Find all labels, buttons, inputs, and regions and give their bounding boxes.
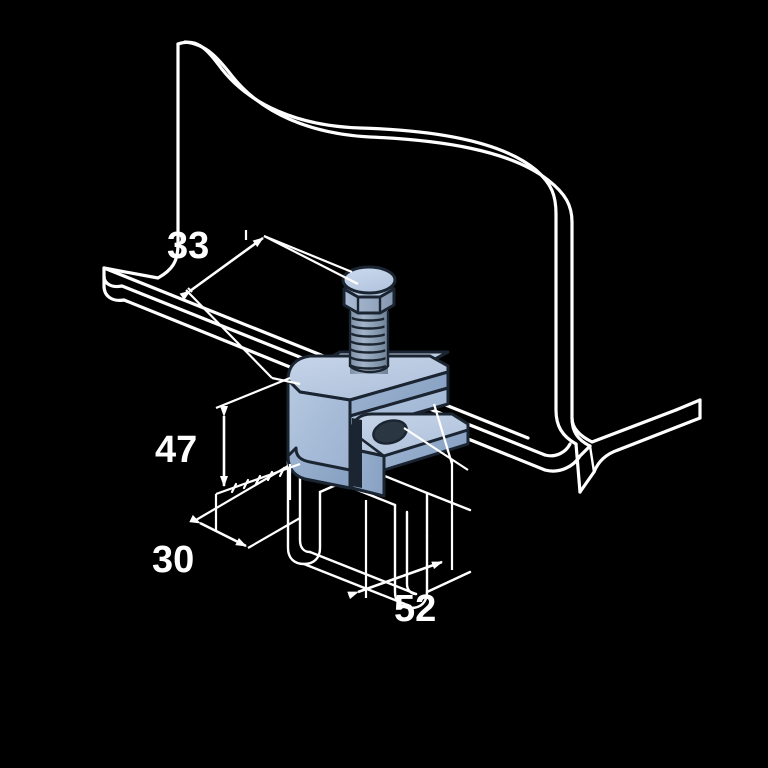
clamp-throat-shadow [352,418,362,488]
dimension-52: 52 [347,460,454,630]
dim33-ext-right [263,234,353,274]
bolt-head-dome [341,265,397,295]
dim52-arrow-line [347,560,443,600]
beam-far-flange-fillet [570,408,678,444]
dim33-leader-to-bolt [263,235,359,285]
beam-flange-right-fillet-top [543,442,572,458]
dim33-label: 33 [167,225,209,267]
clamp-edge-lower-jaw-corner [350,430,386,458]
leader-lines [271,376,469,471]
hex-head-set-screw [341,265,397,374]
dimension-47: 47 [155,376,301,496]
channel-left-u-inner [298,468,312,554]
clamp-edge-bottom-join [348,486,386,498]
leader-clamp-top [271,376,301,386]
leader-jaw-width [432,403,454,465]
beam-far-flange-web-drop [574,442,582,494]
beam-flange-left-thickness [102,274,126,302]
beam-far-flange-bottom-fillet [592,448,620,474]
dim47-label: 47 [155,429,197,471]
dim30-label: 30 [152,539,194,581]
dim47-ext-top [215,376,291,410]
beam-web-right-front-edge [554,212,578,446]
beam-clamp [286,350,470,498]
leader-jaw-hole [403,427,469,471]
dim30-ext-diagonal [195,465,289,521]
bolt-head-chamfer [342,287,396,299]
beam-flange-right-fillet-bottom [543,444,592,473]
dim33-ext-lower-left [185,289,273,379]
beam-far-flange-top-edge [674,398,702,412]
bolt-shank-bottom [348,364,390,374]
dim52-label: 52 [394,588,436,630]
dim33-arrow-line [179,236,264,301]
clamp-jaw-hole [372,419,408,445]
channel-far-top-edge [425,491,472,512]
clamp-edge-top-fold [298,390,352,402]
beam-far-flange-to-web [578,470,596,494]
dim30-ext-diagonal-2 [247,517,301,549]
beam-web-left-edge [102,42,180,280]
dimension-30: 30 [152,464,301,581]
beam-right-corner-joint [588,444,596,474]
beam-web-top-back-edge [183,40,574,224]
dimension-33: 33 [167,225,359,379]
dim30-arrow-line [189,514,247,548]
beam-flange-top-near-edge [102,266,530,440]
beam-far-flange-bottom-far-edge [616,416,702,452]
